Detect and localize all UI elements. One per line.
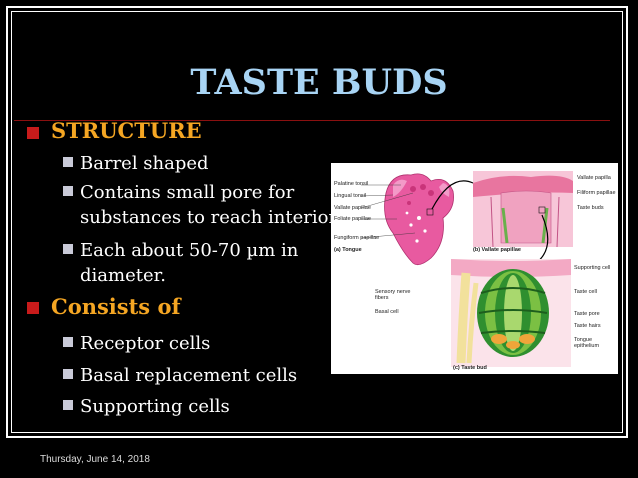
vallate-papillae-drawing (473, 171, 573, 248)
section-heading-structure: STRUCTURE (51, 118, 202, 143)
label-foliate-papillae: Foliate papillae (334, 216, 371, 222)
bullet-supporting-cells: Supporting cells (80, 396, 230, 417)
bullet-diameter: Each about 50-70 µm in diameter. (80, 240, 299, 286)
taste-bud-illustration (360, 171, 573, 367)
minor-bullet-icon (63, 369, 73, 379)
bullet-barrel-shaped: Barrel shaped (80, 153, 209, 174)
label-tongue-epithelium: Tongue epithelium (574, 337, 600, 349)
label-taste-cell: Taste cell (574, 289, 597, 295)
bullet-receptor-cells: Receptor cells (80, 333, 211, 354)
major-bullet-icon (27, 302, 39, 314)
major-bullet-icon (27, 127, 39, 139)
minor-bullet-icon (63, 400, 73, 410)
bullet-small-pore: Contains small pore for substances to re… (80, 182, 338, 228)
label-panel-a: (a) Tongue (334, 247, 362, 253)
label-panel-b: (b) Vallate papillae (473, 247, 521, 253)
section-heading-consists-of: Consists of (51, 294, 181, 319)
slide-date: Thursday, June 14, 2018 (40, 454, 150, 465)
label-vallate-papillae-left: Vallate papillae (334, 205, 371, 211)
slide-frame-outer (6, 6, 628, 438)
tongue-drawing (360, 173, 454, 266)
label-lingual-tonsil: Lingual tonsil (334, 193, 367, 199)
arrow-a-to-b (431, 180, 474, 210)
taste-bud-figure: Palatine tonsil Lingual tonsil Vallate p… (331, 163, 618, 374)
minor-bullet-icon (63, 186, 73, 196)
label-palatine-tonsil: Palatine tonsil (334, 181, 369, 187)
label-filiform-papillae: Filiform papillae (577, 190, 616, 196)
bullet-basal-cells: Basal replacement cells (80, 365, 298, 386)
minor-bullet-icon (63, 337, 73, 347)
minor-bullet-icon (63, 157, 73, 167)
label-panel-c: (c) Taste bud (453, 365, 487, 371)
slide-frame-inner (11, 11, 623, 433)
label-supporting-cell: Supporting cell (574, 265, 611, 271)
label-taste-buds: Taste buds (577, 205, 604, 211)
label-basal-cell: Basal cell (375, 309, 399, 315)
label-vallate-papilla-right: Vallate papilla (577, 175, 611, 181)
slide-title: TASTE BUDS (190, 62, 448, 103)
minor-bullet-icon (63, 244, 73, 254)
taste-bud-detail-drawing (451, 259, 571, 367)
label-fungiform-papillae: Fungiform papillae (334, 235, 380, 241)
label-sensory-nerve-fibers: Sensory nerve fibers (375, 289, 411, 301)
label-taste-pore: Taste pore (574, 311, 600, 317)
label-taste-hairs: Taste hairs (574, 323, 601, 329)
title-divider (14, 120, 610, 121)
